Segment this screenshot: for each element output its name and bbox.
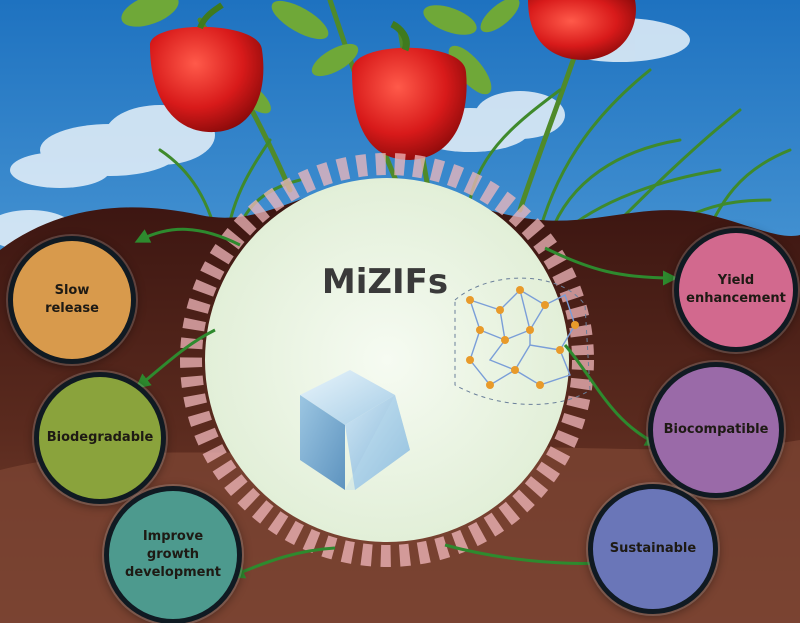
arrow-to-improve-growth <box>229 546 336 579</box>
center-disk <box>205 178 569 542</box>
center-title: MiZIFs <box>321 262 449 302</box>
benefit-biodegradable: Biodegradable <box>34 372 166 504</box>
arrows <box>134 227 678 579</box>
arrow-to-biodegradable <box>135 328 216 389</box>
benefit-improve-growth-development: Improve growth development <box>104 486 242 623</box>
pepper-left <box>150 2 264 133</box>
pepper-right <box>528 0 636 60</box>
benefit-biocompatible: Biocompatible <box>648 362 784 498</box>
center-dashed-ring <box>180 153 594 567</box>
pepper-middle <box>352 20 467 160</box>
arrow-to-sustainable <box>444 543 606 571</box>
arrow-to-yield <box>544 246 678 286</box>
arrow-to-slow-release <box>134 227 241 247</box>
benefit-yield-enhancement: Yield enhancement <box>674 228 798 352</box>
framework-structure-icon <box>454 277 591 405</box>
benefit-slow-release: Slow release <box>8 236 136 364</box>
arrow-to-biocompatible <box>563 344 661 446</box>
benefit-sustainable: Sustainable <box>588 484 718 614</box>
plant-leaves <box>121 0 520 114</box>
cube-icon <box>300 370 410 490</box>
